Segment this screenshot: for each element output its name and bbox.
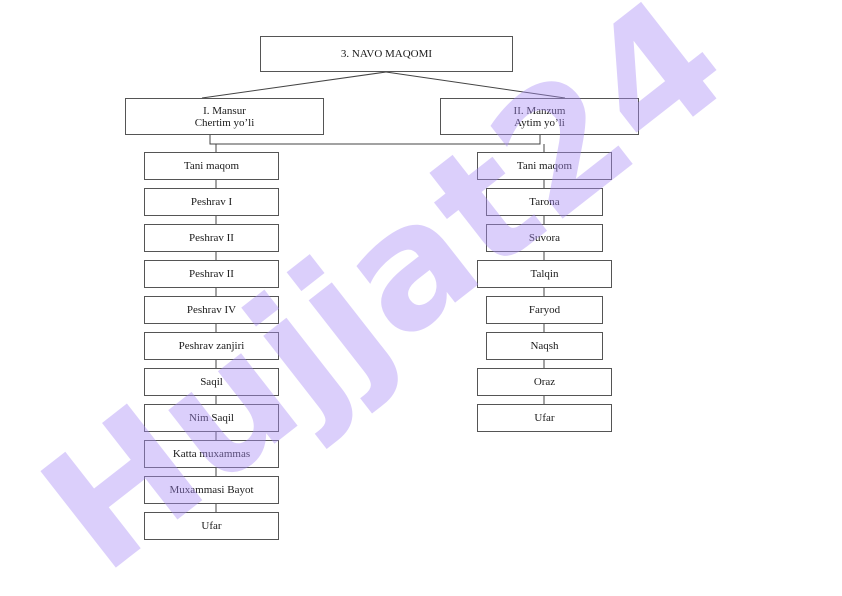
left-item-node: Peshrav II	[144, 224, 279, 252]
left-item-node: Ufar	[144, 512, 279, 540]
left-item-label: Peshrav zanjiri	[178, 340, 245, 352]
left-item-node: Saqil	[144, 368, 279, 396]
left-item-label: Katta muxammas	[172, 448, 251, 460]
right-item-node: Oraz	[477, 368, 612, 396]
left-item-label: Peshrav II	[189, 232, 234, 244]
left-item-label: Peshrav II	[189, 268, 234, 280]
right-item-label: Oraz	[533, 376, 556, 388]
left-item-label: Peshrav IV	[186, 304, 237, 316]
left-item-node: Muxammasi Bayot	[144, 476, 279, 504]
left-item-node: Peshrav IV	[144, 296, 279, 324]
left-item-node: Nim Saqil	[144, 404, 279, 432]
branch-left-title: I. Mansur	[203, 104, 246, 117]
left-item-label: Muxammasi Bayot	[169, 484, 254, 496]
connector-branch-bridge	[209, 134, 541, 145]
right-item-label: Faryod	[528, 304, 561, 316]
branch-right-subtitle: Aytim yo’li	[514, 116, 565, 129]
branch-right-title: II. Manzum	[513, 104, 566, 117]
branch-node-left: I. Mansur Chertim yo’li	[125, 98, 324, 135]
left-item-label: Nim Saqil	[189, 412, 234, 424]
right-item-node: Faryod	[486, 296, 603, 324]
left-item-label: Saqil	[200, 376, 223, 388]
right-item-node: Naqsh	[486, 332, 603, 360]
left-item-node: Tani maqom	[144, 152, 279, 180]
branch-node-right: II. Manzum Aytim yo’li	[440, 98, 639, 135]
right-item-node: Ufar	[477, 404, 612, 432]
connector-root-left	[201, 71, 387, 99]
right-item-label: Tani maqom	[516, 160, 573, 172]
branch-left-subtitle: Chertim yo’li	[194, 116, 255, 129]
left-item-label: Tani maqom	[183, 160, 240, 172]
right-item-label: Ufar	[534, 412, 555, 424]
right-item-label: Naqsh	[530, 340, 559, 352]
left-item-label: Ufar	[201, 520, 222, 532]
right-item-node: Talqin	[477, 260, 612, 288]
left-item-node: Peshrav I	[144, 188, 279, 216]
right-item-node: Tarona	[486, 188, 603, 216]
right-item-node: Suvora	[486, 224, 603, 252]
right-item-label: Talqin	[530, 268, 559, 280]
left-item-node: Peshrav zanjiri	[144, 332, 279, 360]
left-item-label: Peshrav I	[190, 196, 233, 208]
right-item-node: Tani maqom	[477, 152, 612, 180]
left-item-node: Katta muxammas	[144, 440, 279, 468]
left-item-node: Peshrav II	[144, 260, 279, 288]
right-item-label: Suvora	[528, 232, 561, 244]
right-item-label: Tarona	[529, 196, 560, 208]
root-label: 3. NAVO MAQOMI	[340, 48, 433, 60]
connector-root-right	[385, 71, 566, 99]
root-node: 3. NAVO MAQOMI	[260, 36, 513, 72]
